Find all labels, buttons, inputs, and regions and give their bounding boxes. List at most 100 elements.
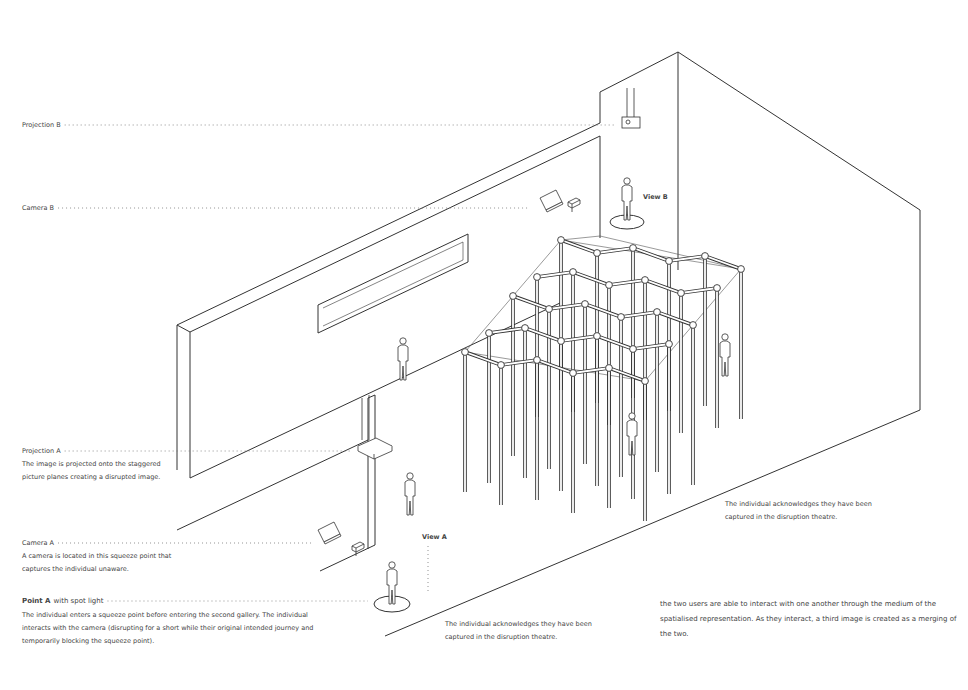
pole-fill — [596, 336, 598, 486]
joint — [690, 322, 697, 329]
beam-fill — [561, 240, 741, 269]
note: The individual acknowledges they have be… — [445, 618, 610, 644]
beam-fill — [489, 328, 669, 349]
camera-b — [568, 198, 580, 212]
joint — [606, 282, 613, 289]
joint — [642, 378, 649, 385]
wall-end — [177, 325, 190, 478]
walls — [177, 52, 920, 636]
wall-corner — [600, 136, 601, 238]
joint — [462, 349, 469, 356]
view-circle — [610, 215, 644, 229]
joint — [534, 274, 541, 281]
pole-fill — [560, 341, 562, 491]
window — [318, 234, 468, 333]
person — [622, 178, 632, 220]
joint — [618, 314, 625, 321]
pole-fill — [680, 293, 682, 433]
window-reveal — [323, 242, 463, 326]
beam — [561, 240, 741, 269]
note: The individual enters a squeeze point be… — [22, 609, 320, 648]
pole — [715, 288, 719, 428]
pole-fill — [572, 373, 574, 513]
joint — [630, 245, 637, 252]
joint — [666, 258, 673, 265]
pole-fill — [704, 256, 706, 406]
joint — [594, 333, 601, 340]
pole — [463, 352, 467, 492]
pole — [535, 360, 539, 500]
view-label: View A — [422, 531, 447, 544]
joint — [702, 253, 709, 260]
person — [405, 473, 415, 515]
person — [627, 413, 637, 455]
joint — [486, 330, 493, 337]
pole — [619, 317, 623, 477]
projector-b — [622, 88, 640, 128]
joint — [498, 362, 505, 369]
pole — [523, 328, 527, 478]
note: The image is projected onto the staggere… — [22, 458, 162, 484]
pole — [559, 341, 563, 491]
joint — [714, 285, 721, 292]
joint — [546, 306, 553, 313]
callout-label: with spot light — [54, 595, 104, 608]
projector-a — [358, 395, 392, 459]
floor-line — [320, 545, 375, 571]
joint — [510, 293, 517, 300]
joint — [630, 346, 637, 353]
laptop-a — [318, 522, 341, 544]
pole — [511, 296, 515, 456]
pole — [487, 333, 491, 483]
joint — [570, 269, 577, 276]
joint — [666, 341, 673, 348]
callout-label: Point A — [22, 595, 51, 608]
pole-fill — [656, 312, 658, 472]
person — [720, 334, 730, 376]
pole — [547, 309, 551, 469]
pole-fill — [584, 304, 586, 464]
pole-fill — [464, 352, 466, 492]
note: the two users are able to interact with … — [660, 597, 958, 642]
pole — [679, 293, 683, 433]
joint — [582, 301, 589, 308]
laptop-b — [540, 190, 563, 212]
note: The individual acknowledges they have be… — [725, 498, 900, 524]
pole-fill — [536, 360, 538, 500]
pole-fill — [620, 317, 622, 477]
joint — [738, 266, 745, 273]
pole — [655, 312, 659, 472]
person — [387, 562, 397, 604]
joint — [558, 338, 565, 345]
joint — [678, 290, 685, 297]
joint — [594, 250, 601, 257]
joint — [606, 365, 613, 372]
floor-line — [177, 440, 368, 530]
beam — [465, 352, 645, 381]
joint — [522, 325, 529, 332]
pole-fill — [548, 309, 550, 469]
pole-fill — [500, 365, 502, 505]
pole — [499, 365, 503, 505]
callout-label: Projection A — [22, 445, 61, 458]
pole — [739, 269, 743, 419]
beam — [489, 328, 669, 349]
disruption-theatre — [462, 236, 745, 521]
callout-label: Camera B — [22, 202, 54, 215]
callout-label: Projection B — [22, 119, 61, 132]
joint — [570, 370, 577, 377]
pole-fill — [524, 328, 526, 478]
person — [398, 338, 408, 380]
beam-fill — [513, 296, 693, 325]
note: A camera is located in this squeeze poin… — [22, 550, 190, 576]
beam-fill — [465, 352, 645, 381]
beam — [537, 272, 717, 293]
leader-line — [65, 125, 615, 126]
joint — [558, 237, 565, 244]
spot-circle — [374, 596, 410, 612]
leader-line — [58, 543, 312, 544]
pole-fill — [740, 269, 742, 419]
pole-fill — [692, 325, 694, 485]
